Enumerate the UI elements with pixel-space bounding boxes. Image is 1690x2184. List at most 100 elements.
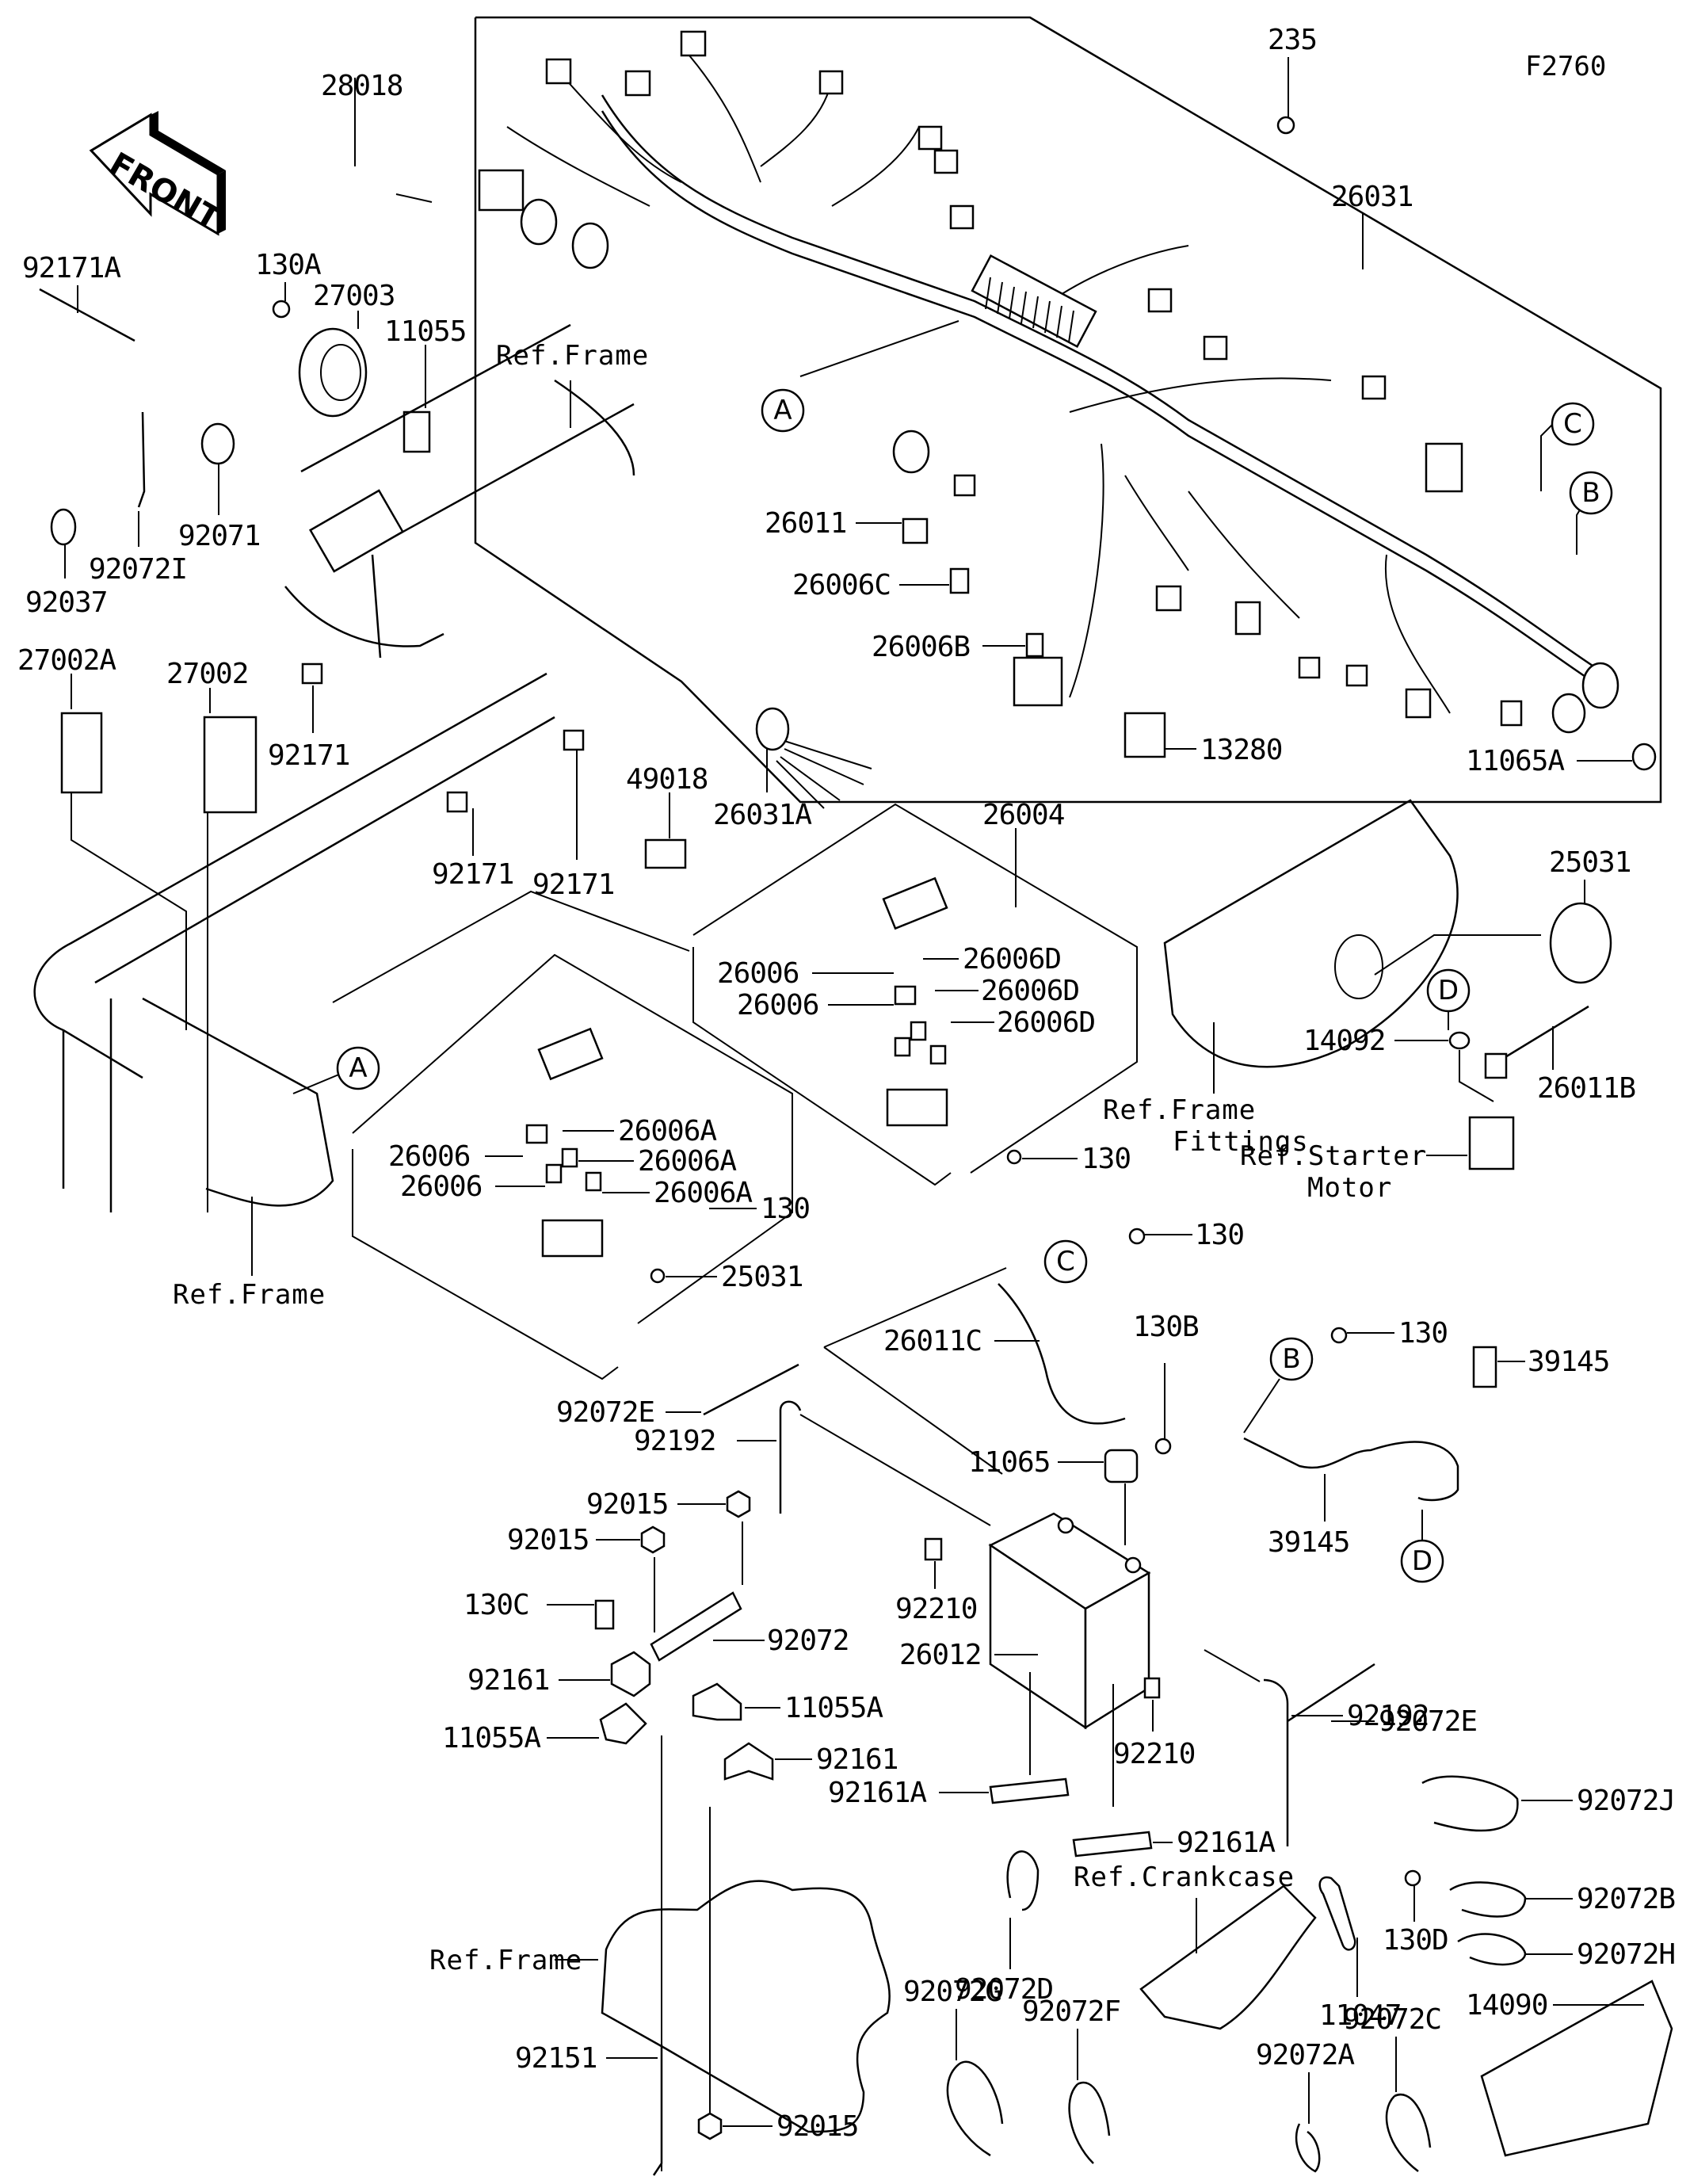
- label-11055A-1: 11055A: [784, 1692, 883, 1724]
- part-92071-grommet[interactable]: 92071: [178, 422, 261, 552]
- part-26006B[interactable]: 26006B: [872, 631, 1044, 663]
- part-92210-nut-2[interactable]: 92210: [1113, 1677, 1196, 1770]
- part-92161-pad-1[interactable]: 92161: [467, 1651, 651, 1697]
- part-26011B-cable[interactable]: 26011B: [1484, 1005, 1636, 1105]
- part-13280[interactable]: 13280: [1123, 712, 1283, 766]
- part-14092[interactable]: 14092: [1303, 1025, 1494, 1102]
- label-26006C: 26006C: [792, 569, 891, 601]
- svg-text:A: A: [773, 395, 792, 426]
- label-130-left: 25031: [721, 1261, 803, 1293]
- part-92072G-band[interactable]: 92072G: [903, 1976, 1004, 2157]
- part-92210-nut-1[interactable]: 92210: [895, 1537, 978, 1625]
- part-92171A[interactable]: 92171A: [22, 252, 135, 342]
- part-27002-relay[interactable]: 27002: [166, 658, 258, 1212]
- label-130-c: 130: [1195, 1219, 1244, 1251]
- part-92192-vent-1[interactable]: 92192: [634, 1400, 991, 1526]
- fuse-box-26004-group[interactable]: 26004 26006 26006 26006D 26006D 26006D 1…: [692, 799, 1138, 1186]
- part-92072F-band[interactable]: 92072F: [1022, 1995, 1121, 2164]
- label-26006-l2: 26006: [400, 1170, 482, 1203]
- part-92171-clip-3[interactable]: 92171: [432, 791, 514, 891]
- fuse-box-26004A-group[interactable]: 130 26006 26006 26006A 26006A 26006A 250…: [352, 953, 811, 1380]
- label-92072C: 92072C: [1343, 2003, 1441, 2036]
- fuse-box-base-left: [541, 1219, 604, 1258]
- part-130D-bolt[interactable]: 130D: [1383, 1869, 1449, 1957]
- label-26006D-1: 26006D: [963, 943, 1061, 976]
- part-11065A[interactable]: 11065A: [1466, 743, 1657, 777]
- frame-fittings: Ref.Frame Fittings: [1103, 799, 1459, 1158]
- callout-C-harness: C: [1540, 402, 1595, 491]
- diagram-code: F2760: [1525, 51, 1606, 82]
- frame-left-section: Ref.Frame: [33, 672, 555, 1311]
- svg-text:B: B: [1581, 477, 1600, 509]
- part-92072E-tie-2[interactable]: 92072E: [1287, 1663, 1478, 1738]
- label-92072E-1: 92072E: [556, 1396, 654, 1429]
- part-130-c[interactable]: 130: [1128, 1219, 1245, 1251]
- part-92037-clip[interactable]: 92037: [25, 508, 108, 619]
- label-92171-1: 92171: [268, 739, 349, 772]
- part-92161A-pad-1[interactable]: 92161A: [828, 1777, 1070, 1809]
- part-11065-cover[interactable]: 11065: [968, 1446, 1139, 1545]
- part-92161A-pad-2[interactable]: 92161A: [1072, 1827, 1276, 1859]
- part-92072D-band[interactable]: 92072D: [955, 1850, 1054, 2006]
- part-235[interactable]: 235: [1268, 24, 1318, 135]
- part-130A[interactable]: 130A: [255, 249, 322, 319]
- part-92072-hold-down[interactable]: 92072: [650, 1591, 849, 1662]
- battery-26012[interactable]: 26012: [899, 1512, 1151, 1807]
- part-92151-rod[interactable]: 92151: [515, 2042, 663, 2176]
- part-92072C-band[interactable]: 92072C: [1343, 2003, 1442, 2172]
- part-92072A-band[interactable]: 92072A: [1256, 2039, 1356, 2173]
- part-26011A-cable[interactable]: 39145: [1243, 1437, 1459, 1559]
- label-92161-1: 92161: [467, 1664, 549, 1697]
- label-26006-r1: 26006: [717, 957, 799, 990]
- label-11047: 11047: [1319, 1999, 1401, 2032]
- part-130B[interactable]: 130B: [1133, 1311, 1200, 1455]
- part-26011C-cable[interactable]: 26011C: [823, 1267, 1126, 1475]
- label-26004A: 130: [761, 1193, 810, 1225]
- label-92015-2: 92015: [507, 1524, 589, 1556]
- label-49018: 49018: [626, 763, 708, 796]
- part-92161-pad-2[interactable]: 92161: [723, 1742, 898, 1781]
- label-130-right: 130: [1082, 1143, 1131, 1175]
- part-92171-clip-2[interactable]: 92171: [532, 729, 615, 901]
- part-130C-bolt[interactable]: 130C: [464, 1589, 615, 1630]
- part-49018[interactable]: 49018: [626, 763, 708, 869]
- part-92072H-band[interactable]: 92072H: [1457, 1933, 1676, 1971]
- part-28018[interactable]: 28018: [234, 70, 433, 203]
- callout-A-left: A: [292, 1046, 380, 1094]
- label-92071: 92071: [178, 520, 260, 552]
- part-92015-nut-1[interactable]: 92015: [586, 1488, 751, 1585]
- part-92072B-band[interactable]: 92072B: [1449, 1881, 1676, 1918]
- part-39145[interactable]: 39145: [1472, 1346, 1610, 1388]
- part-27003-horn[interactable]: 27003: [298, 280, 395, 418]
- part-11055A-bracket-1[interactable]: 11055A: [692, 1682, 884, 1724]
- part-26011[interactable]: 26011: [765, 507, 929, 544]
- label-130D: 130D: [1383, 1924, 1448, 1957]
- ref-frame-fittings-2: Fittings: [1173, 1126, 1309, 1158]
- frame-top-section: Ref.Frame: [284, 323, 648, 659]
- connector-line-a: [332, 890, 690, 1003]
- part-14090-cover[interactable]: 14090: [1466, 1980, 1673, 2157]
- part-130-b[interactable]: 130: [1330, 1317, 1448, 1350]
- part-11055[interactable]: 11055: [384, 315, 467, 453]
- main-wiring-harness[interactable]: [478, 30, 1619, 734]
- part-92072I-clamp[interactable]: 92072I: [89, 411, 188, 586]
- label-11055: 11055: [384, 315, 466, 348]
- part-26006C[interactable]: 26006C: [792, 567, 970, 601]
- part-26031A[interactable]: 26031A: [713, 707, 872, 831]
- label-26006D-2: 26006D: [981, 975, 1079, 1007]
- part-27002A-relay[interactable]: 27002A: [17, 644, 187, 1030]
- part-92072E-tie-1[interactable]: 92072E: [556, 1363, 799, 1429]
- part-92192-vent-2[interactable]: 92192: [1204, 1649, 1429, 1846]
- callout-B-cable: B: [1243, 1337, 1314, 1434]
- label-11065A: 11065A: [1466, 745, 1565, 777]
- part-92072J-band[interactable]: 92072J: [1421, 1775, 1676, 1832]
- part-92015-nut-3[interactable]: 92015: [697, 2110, 859, 2143]
- fuse-box-cover-right: [882, 876, 948, 930]
- part-11055A-bracket-2[interactable]: 11055A: [442, 1702, 647, 1754]
- label-26006D-3: 26006D: [997, 1006, 1095, 1039]
- ref-starter-1: Ref.Starter: [1240, 1140, 1427, 1172]
- part-25031-cap[interactable]: 25031: [1374, 846, 1631, 984]
- part-11047-stay[interactable]: 11047: [1318, 1876, 1402, 2032]
- part-92015-nut-2[interactable]: 92015: [507, 1524, 666, 1632]
- part-92171-clip-1[interactable]: 92171: [268, 662, 350, 772]
